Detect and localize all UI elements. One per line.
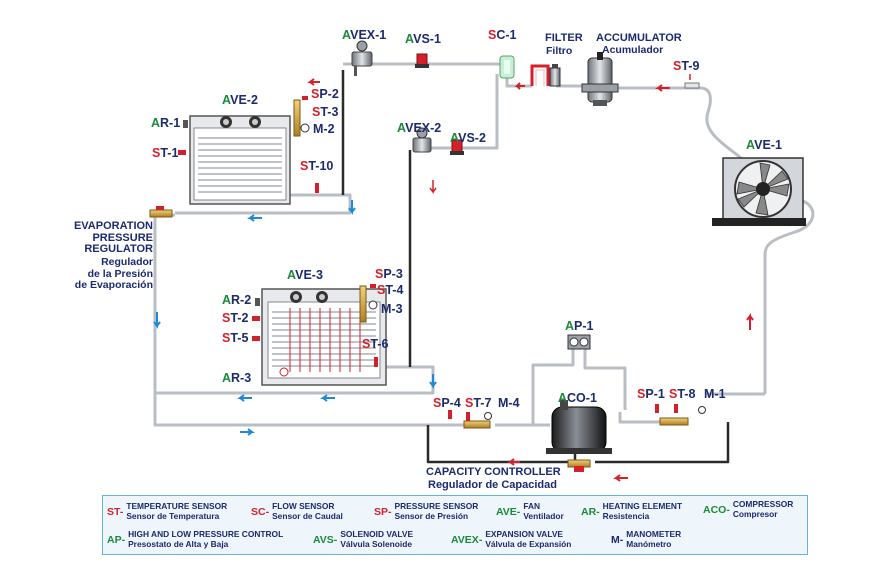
label-st3: ST-3 xyxy=(312,105,339,119)
label-ave2: AVE-2 xyxy=(222,93,258,107)
sensor-bank-evap2 xyxy=(359,284,378,323)
label-ar2: AR-2 xyxy=(222,293,252,307)
st10-sensor xyxy=(315,183,319,193)
label-avex1: AVEX-1 xyxy=(342,28,387,42)
pipe-capacity-right xyxy=(595,422,730,464)
label-m1: M-1 xyxy=(704,387,726,401)
label-st6: ST-6 xyxy=(362,337,389,351)
label-accumulator-es: Acumulador xyxy=(602,44,664,56)
label-m4: M-4 xyxy=(498,396,520,410)
label-ap1: AP-1 xyxy=(565,319,594,333)
accumulator xyxy=(581,52,619,106)
label-st7: ST-7 xyxy=(465,396,492,410)
label-filter-es: Filtro xyxy=(546,45,573,57)
sensor-bank-evap1 xyxy=(293,96,310,137)
pressure-control-ap1 xyxy=(567,334,591,350)
hot-pipe-filter xyxy=(530,64,550,86)
label-ar1: AR-1 xyxy=(151,116,181,130)
hot-pipe-filter-inner xyxy=(535,69,545,86)
pipe-capacity-loop xyxy=(426,425,575,464)
pipe-ap1-right xyxy=(583,348,627,410)
label-st5: ST-5 xyxy=(222,331,249,345)
pipe-evap1-outlet xyxy=(175,193,352,215)
pipe-st9-to-condenser xyxy=(699,86,747,164)
solenoid-valve-avs1 xyxy=(415,53,429,68)
pipe-ap1-left xyxy=(531,348,575,425)
label-capacity-es: Regulador de Capacidad xyxy=(428,479,557,491)
condenser-fan-ave1 xyxy=(712,157,806,226)
expansion-valve-avex1 xyxy=(351,40,373,76)
liquid-pipes xyxy=(341,70,730,464)
label-sp3: SP-3 xyxy=(375,267,403,281)
label-st4: ST-4 xyxy=(377,283,404,297)
expansion-valve-avex2 xyxy=(412,127,432,153)
label-st1: ST-1 xyxy=(152,146,179,160)
evaporation-pressure-regulator-valve xyxy=(149,206,173,218)
solenoid-valve-avs2 xyxy=(450,139,464,155)
flow-sensor-sc1 xyxy=(499,55,515,79)
pipe-condenser-out xyxy=(763,198,815,256)
label-sc1: SC-1 xyxy=(488,28,517,42)
compressor-aco1 xyxy=(546,400,612,454)
evaporator-1 xyxy=(178,115,291,205)
label-avs1: AVS-1 xyxy=(405,32,441,46)
filter xyxy=(549,64,561,87)
label-st10: ST-10 xyxy=(300,159,334,173)
sensor-bank-suction xyxy=(448,410,492,429)
sensor-bank-discharge xyxy=(655,404,706,426)
label-filter-en: FILTER xyxy=(545,32,583,44)
label-avex2: AVEX-2 xyxy=(397,121,442,135)
label-ave1: AVE-1 xyxy=(746,138,782,152)
label-m3: M-3 xyxy=(381,302,403,316)
label-m2: M-2 xyxy=(313,122,335,136)
st6-sensor xyxy=(374,357,378,367)
label-ar3: AR-3 xyxy=(222,371,252,385)
label-sp1: SP-1 xyxy=(637,387,665,401)
label-st8: ST-8 xyxy=(669,387,696,401)
label-aco1: ACO-1 xyxy=(558,391,597,405)
capacity-controller-valve xyxy=(567,459,591,472)
label-st2: ST-2 xyxy=(222,311,249,325)
label-capacity-en: CAPACITY CONTROLLER xyxy=(426,466,561,478)
label-st9: ST-9 xyxy=(673,59,700,73)
flow-arrows xyxy=(153,78,754,482)
label-accumulator-en: ACCUMULATOR xyxy=(596,32,682,44)
label-sp2: SP-2 xyxy=(311,87,339,101)
label-avs2: AVS-2 xyxy=(450,131,486,145)
pipe-sp1-to-compressor xyxy=(618,412,660,424)
label-sp4: SP-4 xyxy=(433,396,461,410)
st9-sensor xyxy=(684,74,700,89)
label-ave3: AVE-3 xyxy=(287,268,323,282)
